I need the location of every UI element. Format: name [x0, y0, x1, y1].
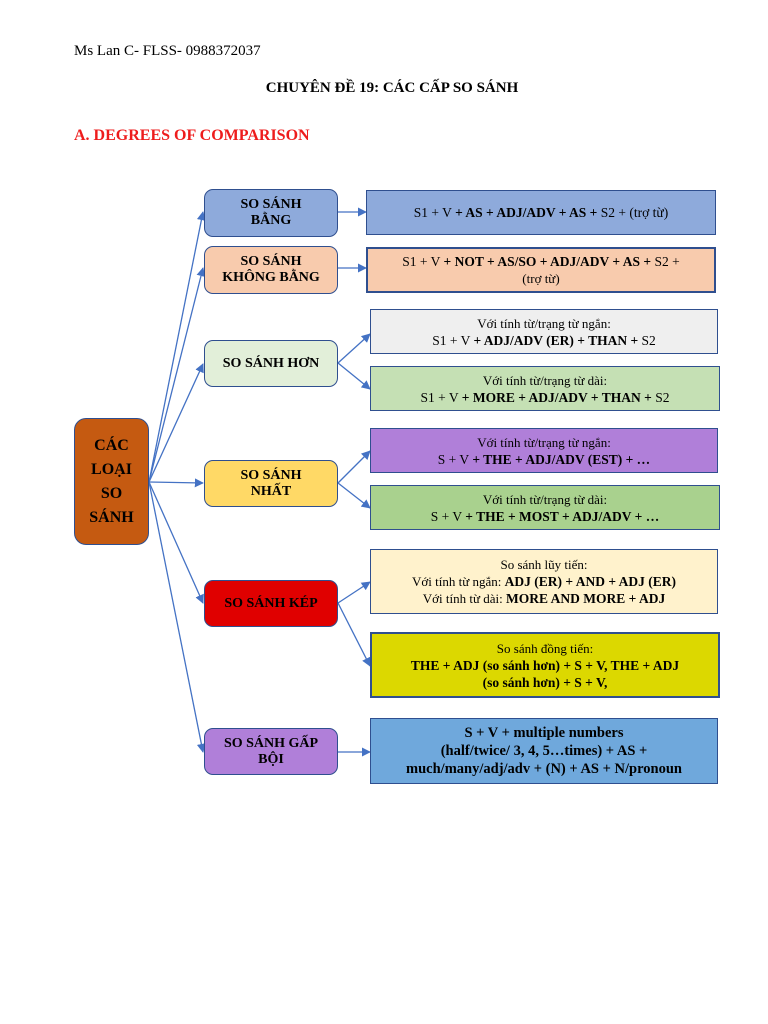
formula-text: S2: [638, 332, 656, 348]
formula-comparative-short: Với tính từ/trạng từ ngắn: S1 + V + ADJ/…: [370, 309, 718, 354]
root-node: CÁC LOẠI SO SÁNH: [74, 418, 149, 545]
connector-root-double: [148, 481, 204, 604]
category-label: SO SÁNH: [240, 197, 302, 212]
category-label: SO SÁNH: [240, 254, 302, 269]
formula-text: S2 + (trợ từ): [597, 205, 669, 220]
connector-root-multiple: [148, 481, 206, 753]
formula-label: Với tính từ dài:: [422, 591, 507, 606]
category-label: SO SÁNH: [240, 467, 302, 483]
formula-label: Với tính từ/trạng từ dài:: [482, 372, 608, 388]
connector-root-superlative: [148, 478, 204, 488]
connector-double-prog: [337, 581, 371, 604]
formula-bold: S + V + multiple numbers: [464, 725, 624, 741]
connector-comp-short: [337, 333, 371, 364]
category-comparative: SO SÁNH HƠN: [204, 340, 338, 387]
formula-label: Với tính từ ngắn:: [411, 574, 505, 589]
root-line: LOẠI: [91, 460, 132, 478]
formula-bold: + THE + ADJ/ADV (EST) + …: [472, 451, 651, 467]
formula-text: S1 + V: [420, 389, 462, 405]
formula-bold: (half/twice/ 3, 4, 5…times) + AS +: [440, 743, 648, 759]
formula-label: Với tính từ/trạng từ ngắn:: [477, 434, 611, 450]
formula-multiple: S + V + multiple numbers (half/twice/ 3,…: [370, 718, 718, 784]
category-multiple: SO SÁNH GẤP BỘI: [204, 728, 338, 775]
formula-bold: ADJ (ER) + AND + ADJ (ER): [504, 574, 677, 589]
category-double: SO SÁNH KÉP: [204, 580, 338, 627]
formula-label: So sánh lũy tiến:: [500, 557, 588, 572]
connector-comp-long: [337, 362, 371, 390]
formula-text: (trợ từ): [522, 271, 560, 286]
formula-text: S1 + V: [432, 332, 474, 348]
category-equal: SO SÁNH BẰNG: [204, 189, 338, 237]
formula-superlative-short: Với tính từ/trạng từ ngắn: S + V + THE +…: [370, 428, 718, 473]
formula-label: Với tính từ/trạng từ ngắn:: [477, 315, 611, 331]
section-heading: A. DEGREES OF COMPARISON: [74, 127, 310, 144]
formula-bold: much/many/adj/adv + (N) + AS + N/pronoun: [406, 761, 682, 777]
formula-equal: S1 + V + AS + ADJ/ADV + AS + S2 + (trợ t…: [366, 190, 716, 235]
formula-bold: MORE AND MORE + ADJ: [506, 591, 666, 606]
category-label: KHÔNG BẰNG: [222, 270, 320, 285]
connector-root-not-equal: [148, 267, 206, 483]
category-label: NHẤT: [250, 483, 292, 499]
formula-bold: + MORE + ADJ/ADV + THAN +: [461, 389, 652, 405]
formula-double-parallel: So sánh đồng tiến: THE + ADJ (so sánh hơ…: [370, 632, 720, 698]
formula-comparative-long: Với tính từ/trạng từ dài: S1 + V + MORE …: [370, 366, 720, 411]
category-label: BỘI: [258, 751, 284, 767]
formula-bold: + THE + MOST + ADJ/ADV + …: [465, 508, 660, 524]
formula-label: So sánh đồng tiến:: [496, 640, 594, 656]
connector-sup-short: [337, 450, 371, 484]
category-superlative: SO SÁNH NHẤT: [204, 460, 338, 507]
connector-double-par: [337, 602, 371, 667]
formula-double-progressive: So sánh lũy tiến: Với tính từ ngắn: ADJ …: [370, 549, 718, 614]
formula-bold: + ADJ/ADV (ER) + THAN +: [473, 332, 639, 348]
formula-label: Với tính từ/trạng từ dài:: [482, 491, 608, 507]
category-label: SO SÁNH KÉP: [224, 595, 318, 611]
formula-bold: THE + ADJ (so sánh hơn) + S + V, THE + A…: [410, 657, 680, 673]
formula-text: S2: [651, 389, 670, 405]
formula-bold: + NOT + AS/SO + ADJ/ADV + AS +: [443, 254, 652, 269]
formula-text: S + V: [437, 451, 473, 467]
connector-root-comparative: [148, 363, 204, 483]
category-label: BẰNG: [250, 213, 292, 228]
root-line: SÁNH: [89, 508, 134, 526]
formula-superlative-long: Với tính từ/trạng từ dài: S + V + THE + …: [370, 485, 720, 530]
formula-text: S1 + V: [413, 205, 456, 220]
category-label: SO SÁNH HƠN: [222, 355, 320, 371]
connector-sup-long: [337, 482, 371, 509]
category-label: SO SÁNH GẤP: [223, 735, 319, 751]
formula-bold: + AS + ADJ/ADV + AS +: [455, 205, 598, 220]
formula-not-equal: S1 + V + NOT + AS/SO + ADJ/ADV + AS + S2…: [366, 247, 716, 293]
author-header: Ms Lan C- FLSS- 0988372037: [74, 43, 261, 59]
category-not-equal: SO SÁNH KHÔNG BẰNG: [204, 246, 338, 294]
root-line: SO: [100, 484, 123, 502]
page-title: CHUYÊN ĐỀ 19: CÁC CẤP SO SÁNH: [265, 80, 519, 96]
formula-text: S + V: [430, 508, 466, 524]
formula-bold: (so sánh hơn) + S + V,: [482, 674, 608, 690]
formula-text: S1 + V: [402, 254, 444, 269]
root-line: CÁC: [94, 436, 129, 454]
connector-root-equal: [148, 211, 206, 483]
formula-text: S2 +: [651, 254, 680, 269]
